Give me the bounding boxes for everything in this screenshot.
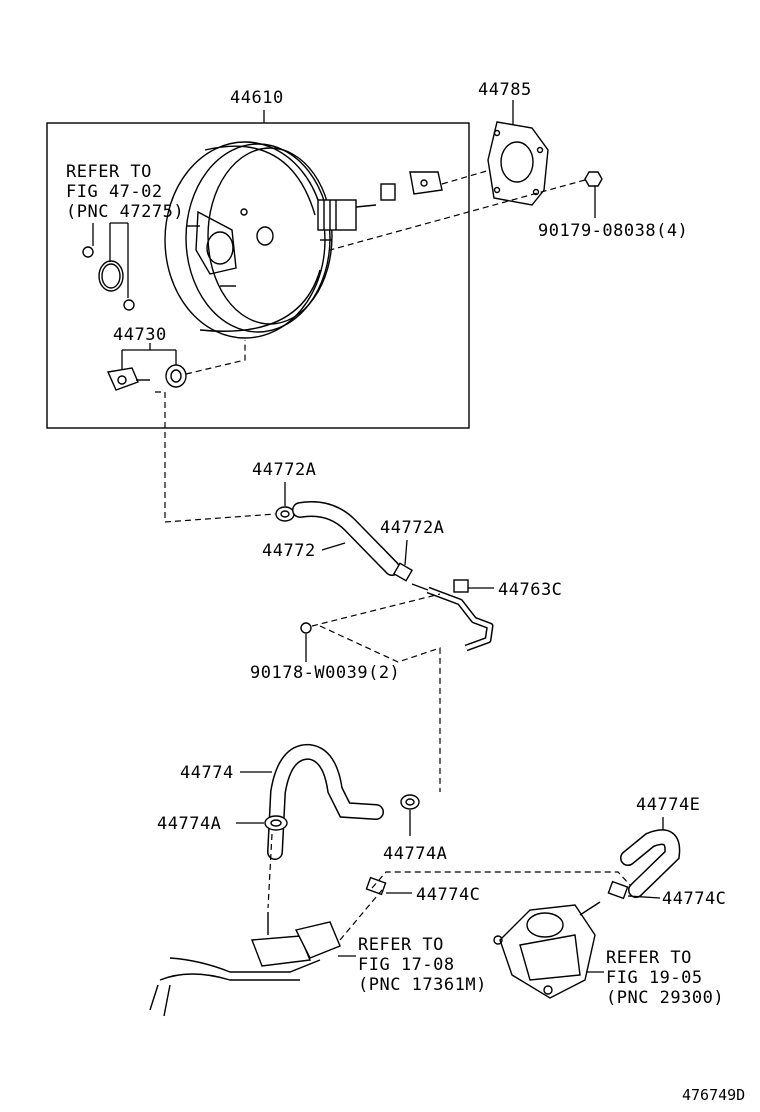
label-44772A-top: 44772A [252,460,316,480]
label-44774: 44774 [180,763,234,783]
label-44763C: 44763C [498,580,562,600]
hose-44774-icon [240,744,384,860]
nut-90179-icon [329,171,603,251]
clip-44772A-mid-icon [392,539,414,582]
assembly-frame-44610 [46,110,470,429]
vacuum-pump-icon [493,901,604,999]
refer-note-1-line2: FIG 47-02 [66,182,163,202]
bolt-90178-icon [300,593,441,792]
refer-1-parts-icon [82,222,135,311]
refer-note-3-line1: REFER TO [606,948,692,968]
label-44774C-right: 44774C [662,889,726,909]
clip-44774A-left-icon [236,815,288,909]
routing-line-1 [155,391,276,523]
label-44772A-mid: 44772A [380,518,444,538]
label-44772: 44772 [262,541,316,561]
label-44774A-left: 44774A [157,814,221,834]
brake-booster-icon [164,141,377,339]
label-44774C-mid: 44774C [416,885,480,905]
label-90178-W0039: 90178-W0039(2) [250,663,400,683]
refer-note-2-line1: REFER TO [358,935,444,955]
clip-44774A-right-icon [400,794,420,836]
label-44774A-right: 44774A [383,844,447,864]
refer-note-2-line3: (PNC 17361M) [358,975,487,995]
refer-note-1-line3: (PNC 47275) [66,202,184,222]
clip-44772A-icon [275,482,295,522]
gasket-44785-icon [487,100,549,206]
clip-44774C-mid-icon [365,871,631,896]
label-44774E: 44774E [636,795,700,815]
label-44785: 44785 [478,80,532,100]
check-valve-44730-icon [106,340,246,391]
refer-note-3-line3: (PNC 29300) [606,988,724,1008]
refer-note-2-line2: FIG 17-08 [358,955,455,975]
hose-44774E-icon [620,817,681,898]
vacuum-pipe-harness-icon [149,889,383,1017]
refer-note-3-line2: FIG 19-05 [606,968,703,988]
clevis-icon [380,169,491,201]
label-44730: 44730 [113,325,167,345]
refer-note-1-line1: REFER TO [66,162,152,182]
hose-44772-icon [292,501,400,576]
pipe-44763C-icon [411,579,494,652]
clip-44774C-right-icon [607,880,661,900]
label-44610: 44610 [230,88,284,108]
label-90179-08038: 90179-08038(4) [538,221,688,241]
diagram-id: 476749D [682,1086,745,1104]
